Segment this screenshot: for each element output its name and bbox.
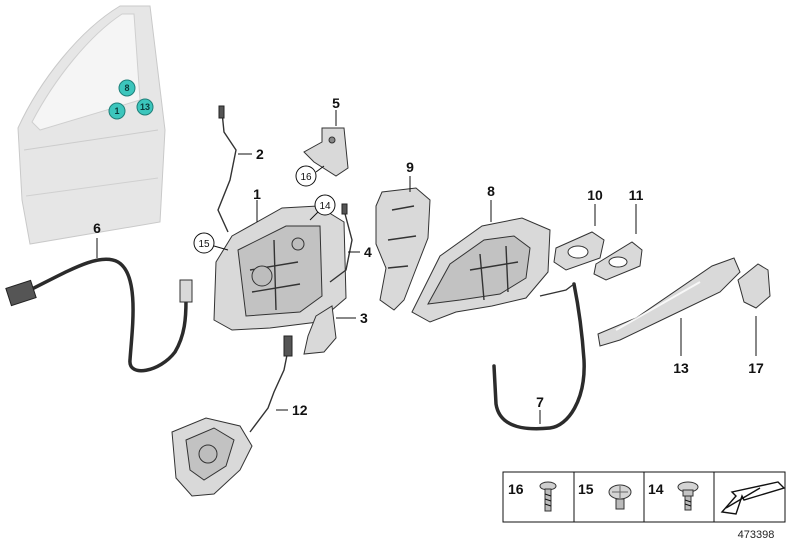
callout-badge-15[interactable]: 15 [193,232,215,254]
callout-6: 6 [93,220,101,236]
part-2-rod[interactable] [217,105,237,233]
part-4-rod[interactable] [329,203,353,283]
part-11-gasket[interactable] [593,241,643,281]
part-3-bracket[interactable] [303,305,337,355]
part-5-striker[interactable] [303,127,349,177]
locator-callout-1: 1 [114,106,119,116]
callout-5: 5 [332,95,340,111]
legend-number-16: 16 [508,481,524,497]
diagram-id: 473398 [738,529,775,541]
fastener-legend: 16 15 14 [502,471,786,523]
callout-1: 1 [253,186,261,202]
legend-number-14: 14 [648,481,664,497]
callout-4: 4 [364,244,372,260]
part-6-cable[interactable] [5,257,193,373]
callout-10: 10 [587,187,603,203]
part-12-actuator[interactable] [171,335,293,497]
callout-13: 13 [673,360,689,376]
part-1-door-lock[interactable] [213,205,347,331]
legend-item-15[interactable]: 15 [578,481,632,510]
direction-arrow-icon [720,481,786,515]
callout-8: 8 [487,183,495,199]
callout-17: 17 [748,360,764,376]
part-13-door-handle[interactable] [597,257,741,347]
legend-item-16[interactable]: 16 [508,481,557,512]
legend-number-15: 15 [578,481,594,497]
part-17-handle-cap[interactable] [737,263,771,309]
callout-12: 12 [292,402,308,418]
part-7-cable[interactable] [492,282,586,431]
callout-badge-16[interactable]: 16 [295,165,317,187]
flat-head-screw-icon [608,484,632,510]
locator-badge-13[interactable]: 13 [136,98,154,116]
callout-14: 14 [319,201,331,212]
part-8-handle-carrier[interactable] [411,217,551,323]
door-locator: 8 1 13 [17,5,166,245]
callout-7: 7 [536,394,544,410]
callout-11: 11 [629,187,644,203]
flange-screw-icon [677,481,699,511]
callout-2: 2 [256,146,264,162]
callout-15: 15 [198,239,210,250]
part-10-gasket[interactable] [553,231,605,271]
locator-callout-8: 8 [124,83,129,93]
callout-badge-14[interactable]: 14 [314,194,336,216]
callout-16: 16 [300,172,312,183]
locator-callout-13: 13 [140,102,150,112]
part-9-cover[interactable] [375,187,431,311]
callout-3: 3 [360,310,368,326]
locator-badge-8[interactable]: 8 [118,79,136,97]
legend-item-14[interactable]: 14 [648,481,699,511]
locator-badge-1[interactable]: 1 [108,102,126,120]
callout-9: 9 [406,159,414,175]
torx-screw-icon [539,481,557,512]
